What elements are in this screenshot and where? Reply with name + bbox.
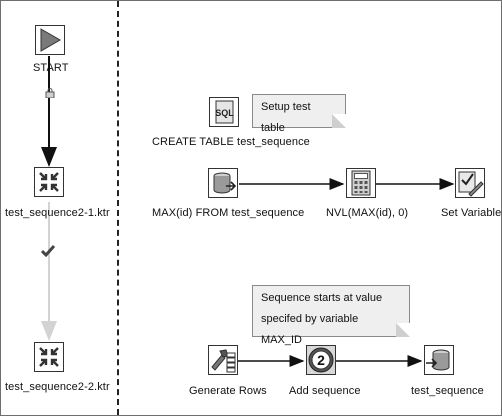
svg-text:SQL: SQL <box>215 108 234 118</box>
create-table-step[interactable]: SQL <box>209 97 241 129</box>
table-input-label: MAX(id) FROM test_sequence <box>152 207 305 219</box>
set-variables-icon <box>455 168 485 198</box>
sql-script-icon: SQL <box>209 97 239 127</box>
canvas-divider <box>117 1 119 415</box>
note-sequence-line1: Sequence starts at value <box>261 292 383 304</box>
create-table-label: CREATE TABLE test_sequence <box>152 136 310 148</box>
set-variables-label: Set Variables <box>441 207 502 219</box>
transformation-icon <box>34 167 64 197</box>
table-output-icon <box>424 345 454 375</box>
start-step[interactable] <box>34 25 66 85</box>
svg-text:2: 2 <box>317 352 325 368</box>
nvl-label: NVL(MAX(id), 0) <box>326 207 409 219</box>
table-input-icon <box>208 168 238 198</box>
table-output-step[interactable] <box>424 345 456 377</box>
start-label: START <box>33 62 69 74</box>
transformation-icon <box>34 342 64 372</box>
note-fold <box>396 323 410 337</box>
generate-rows-step[interactable] <box>208 345 240 377</box>
checkmark-icon <box>41 245 55 257</box>
table-output-label: test_sequence <box>411 385 484 397</box>
table-input-step[interactable] <box>208 168 240 200</box>
trans2-step[interactable] <box>34 342 66 374</box>
add-sequence-icon: 2 <box>306 345 336 375</box>
trans1-step[interactable] <box>34 167 66 199</box>
nvl-step[interactable] <box>346 168 378 200</box>
note-fold <box>332 114 346 128</box>
play-icon <box>35 25 65 55</box>
trans1-label: test_sequence2-1.ktr <box>5 207 110 219</box>
add-sequence-step[interactable]: 2 <box>306 345 338 377</box>
generate-rows-icon <box>208 345 238 375</box>
trans2-label: test_sequence2-2.ktr <box>5 381 110 393</box>
lock-icon <box>45 88 55 98</box>
add-sequence-label: Add sequence <box>289 385 361 397</box>
note-setup-text: Setup test table <box>261 101 311 134</box>
calculator-icon <box>346 168 376 198</box>
set-variables-step[interactable] <box>455 168 487 200</box>
generate-rows-label: Generate Rows <box>189 385 267 397</box>
note-sequence[interactable]: Sequence starts at value specifed by var… <box>252 285 410 346</box>
note-setup-table[interactable]: Setup test table <box>252 94 346 134</box>
note-sequence-line2: specifed by variable MAX_ID <box>261 313 359 346</box>
